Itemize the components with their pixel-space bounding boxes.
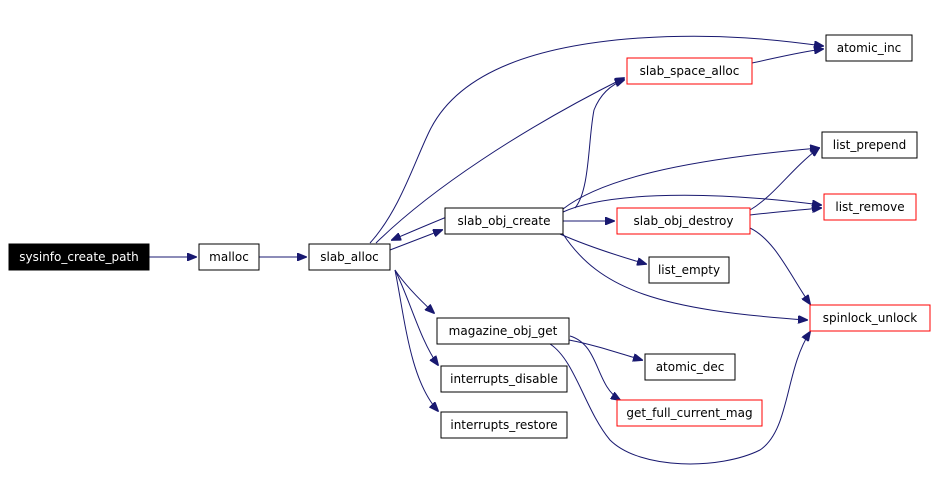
node-interrupts_disable[interactable]: interrupts_disable — [440, 365, 568, 393]
node-box — [648, 256, 730, 284]
node-box — [825, 34, 913, 62]
node-slab_obj_create[interactable]: slab_obj_create — [444, 207, 564, 235]
node-slab_obj_destroy[interactable]: slab_obj_destroy — [616, 207, 751, 235]
edge-slab_obj_create-to-slab_space_alloc — [574, 80, 624, 209]
node-box — [644, 353, 736, 381]
node-label: list_remove — [835, 200, 904, 214]
edge-magazine_obj_get-to-spinlock_unlock — [549, 332, 810, 465]
node-label: slab_space_alloc — [640, 64, 740, 78]
node-sysinfo_create_path[interactable]: sysinfo_create_path — [8, 243, 150, 271]
node-label: slab_alloc — [320, 250, 379, 264]
node-label: malloc — [209, 250, 249, 264]
node-get_full_current_mag[interactable]: get_full_current_mag — [616, 399, 763, 427]
node-label: atomic_inc — [837, 41, 902, 55]
node-label: list_prepend — [833, 138, 907, 152]
node-label: get_full_current_mag — [626, 406, 752, 420]
node-box — [308, 243, 391, 271]
node-box — [198, 243, 260, 271]
edge-slab_alloc-to-magazine_obj_get — [394, 269, 434, 313]
edge-slab_alloc-to-interrupts_disable — [394, 269, 438, 365]
node-box — [440, 411, 568, 439]
edge-slab_obj_destroy-to-list_prepend — [749, 148, 819, 211]
node-label: interrupts_disable — [450, 372, 558, 386]
node-label: sysinfo_create_path — [19, 250, 138, 264]
node-box — [444, 207, 564, 235]
node-box — [821, 131, 918, 159]
edge-slab_obj_destroy-to-spinlock_unlock — [749, 227, 810, 304]
node-label: magazine_obj_get — [449, 324, 558, 338]
node-label: slab_obj_destroy — [634, 214, 734, 228]
edge-slab_obj_create-to-list_empty — [559, 233, 646, 264]
edge-slab_obj_create-to-list_remove — [562, 194, 821, 213]
edge-slab_alloc-to-interrupts_restore — [394, 269, 438, 411]
node-label: atomic_dec — [656, 360, 725, 374]
node-box — [809, 304, 931, 332]
node-box — [616, 399, 763, 427]
node-interrupts_restore[interactable]: interrupts_restore — [440, 411, 568, 439]
node-malloc[interactable]: malloc — [198, 243, 260, 271]
edge-slab_obj_destroy-to-list_remove — [749, 208, 821, 216]
edge-slab_alloc-to-slab_obj_create — [389, 230, 442, 251]
edge-slab_obj_create-to-list_prepend — [562, 148, 819, 210]
node-label: list_empty — [658, 263, 720, 277]
node-list_prepend[interactable]: list_prepend — [821, 131, 918, 159]
edge-slab_alloc-to-atomic_inc — [369, 35, 823, 244]
node-atomic_inc[interactable]: atomic_inc — [825, 34, 913, 62]
edge-slab_space_alloc-to-atomic_inc — [751, 49, 823, 64]
node-label: spinlock_unlock — [823, 311, 918, 325]
node-box — [616, 207, 751, 235]
node-box — [436, 317, 570, 345]
node-label: interrupts_restore — [450, 418, 557, 432]
node-atomic_dec[interactable]: atomic_dec — [644, 353, 736, 381]
node-box — [8, 243, 150, 271]
node-slab_alloc[interactable]: slab_alloc — [308, 243, 391, 271]
edge-magazine_obj_get-to-get_full_current_mag — [569, 335, 620, 400]
edge-magazine_obj_get-to-atomic_dec — [568, 339, 642, 360]
node-box — [440, 365, 568, 393]
node-box — [626, 57, 753, 85]
node-spinlock_unlock[interactable]: spinlock_unlock — [809, 304, 931, 332]
node-list_empty[interactable]: list_empty — [648, 256, 730, 284]
edge-slab_obj_create-to-spinlock_unlock — [562, 233, 807, 320]
node-list_remove[interactable]: list_remove — [823, 193, 917, 221]
node-magazine_obj_get[interactable]: magazine_obj_get — [436, 317, 570, 345]
edge-slab_alloc-to-slab_space_alloc — [375, 78, 624, 244]
node-slab_space_alloc[interactable]: slab_space_alloc — [626, 57, 753, 85]
node-box — [823, 193, 917, 221]
node-label: slab_obj_create — [458, 214, 551, 228]
